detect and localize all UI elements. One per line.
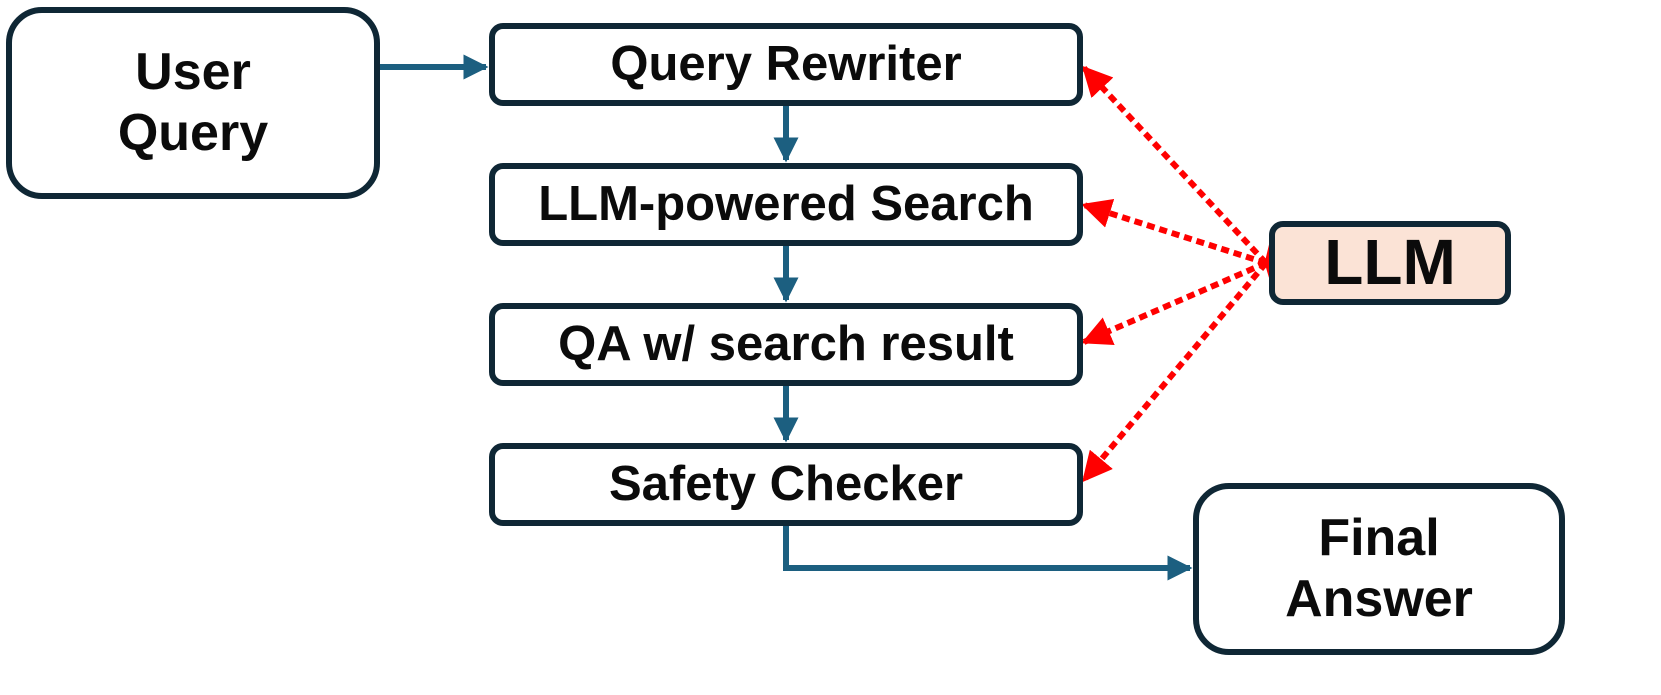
- arrow-safety-to-final-answer: [783, 526, 1193, 581]
- final-answer-label: Final Answer: [1285, 508, 1473, 628]
- llm-label: LLM: [1324, 226, 1456, 299]
- safety-checker-node: Safety Checker: [489, 443, 1083, 526]
- query-rewriter-node: Query Rewriter: [489, 23, 1083, 106]
- llm-node: LLM: [1269, 221, 1511, 305]
- final-answer-node: Final Answer: [1193, 483, 1565, 655]
- qa-search-result-label: QA w/ search result: [558, 316, 1014, 371]
- user-query-node: User Query: [6, 7, 380, 199]
- llm-link-safety: [1081, 232, 1295, 483]
- safety-checker-label: Safety Checker: [608, 456, 964, 511]
- qa-search-result-node: QA w/ search result: [489, 303, 1083, 386]
- llm-powered-search-node: LLM-powered Search: [489, 163, 1083, 246]
- llm-powered-search-label: LLM-powered Search: [538, 176, 1034, 231]
- user-query-label: User Query: [117, 42, 269, 162]
- llm-link-qa: [1081, 238, 1297, 346]
- query-rewriter-label: Query Rewriter: [610, 36, 962, 91]
